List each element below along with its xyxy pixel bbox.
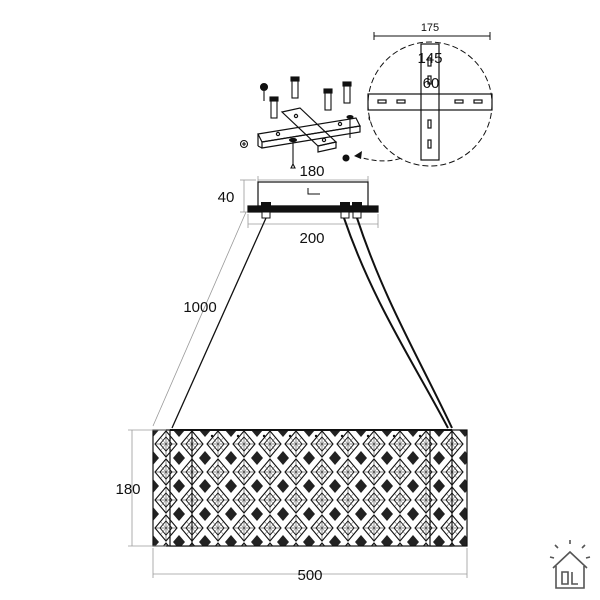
detail-slot-spacing-label: 145 (417, 50, 442, 67)
detail-width-dimension (373, 32, 491, 40)
bracket-detail-callout (354, 41, 493, 167)
detail-width-label: 175 (421, 22, 439, 34)
house-bulb-logo-icon (549, 540, 591, 589)
lamp-body (152, 429, 468, 547)
canopy-dimensions (240, 176, 379, 228)
suspension-length-label: 1000 (183, 299, 216, 316)
suspension-cables (171, 217, 453, 429)
crystal-pattern-icon (152, 429, 468, 547)
canopy-height-label: 40 (218, 189, 235, 206)
canopy (247, 181, 379, 219)
bracket-detail-icon (367, 43, 493, 161)
canopy-mount-width-label: 200 (299, 230, 324, 247)
body-width-label: 500 (297, 567, 322, 584)
detail-slot-gap-label: 60 (423, 75, 440, 92)
mounting-kit-exploded (239, 76, 376, 169)
length-dimension (152, 211, 247, 427)
body-dimensions (128, 429, 468, 578)
canopy-width-label: 180 (299, 163, 324, 180)
body-height-label: 180 (115, 481, 140, 498)
screw-icon (239, 114, 376, 169)
screw-icon (259, 82, 269, 101)
mounting-bracket-icon (257, 107, 361, 153)
wall-plug-icon (269, 76, 352, 119)
